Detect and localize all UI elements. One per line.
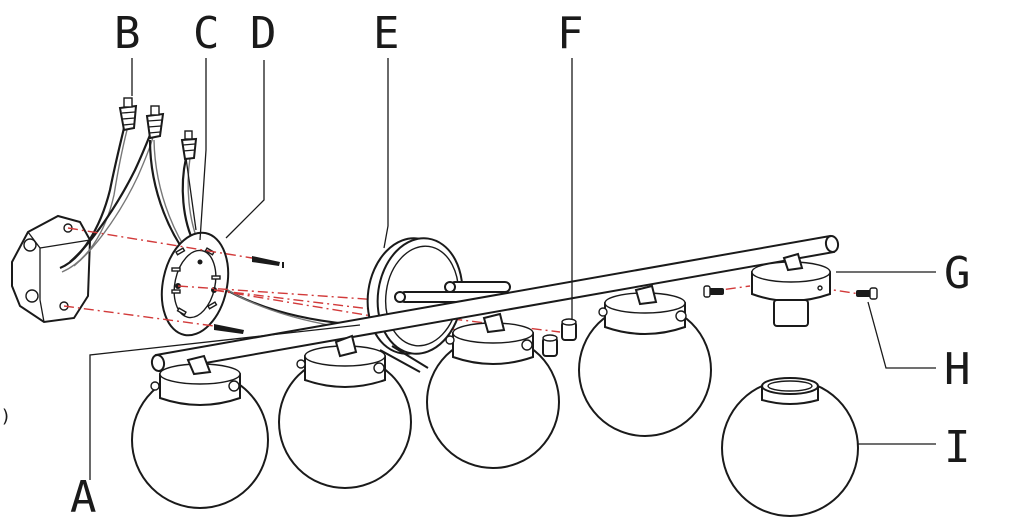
- label-h: H: [944, 344, 971, 395]
- wire-nut-3: [180, 130, 198, 161]
- wire-nut-2: [145, 105, 165, 140]
- finial-2: [542, 334, 558, 357]
- label-i: I: [944, 422, 971, 473]
- wire-nut-1: [118, 97, 138, 132]
- label-a: A: [70, 472, 97, 523]
- label-g: G: [944, 248, 971, 299]
- edge-mark: ): [2, 406, 9, 427]
- label-c: C: [193, 8, 220, 59]
- mounting-screw-bottom: [214, 324, 244, 334]
- label-e: E: [373, 8, 400, 59]
- leader-lines: [89, 58, 936, 480]
- label-b: B: [114, 8, 141, 59]
- finial-1: [561, 318, 577, 341]
- globe-fixture-4: [578, 284, 712, 437]
- globe-fixture-2: [278, 334, 412, 489]
- mounting-screw-top: [252, 256, 284, 268]
- globe-fixture-1: [131, 354, 269, 509]
- mounting-plate: [160, 231, 230, 337]
- label-d: D: [250, 8, 277, 59]
- globe-fixture-3: [426, 312, 560, 469]
- junction-box: [11, 214, 92, 324]
- glass-globe: [721, 377, 859, 517]
- set-screw-left: [703, 285, 724, 298]
- fixture-arm: [150, 234, 840, 373]
- socket-cup: [751, 252, 831, 327]
- label-f: F: [557, 8, 584, 59]
- set-screw-right: [856, 287, 878, 300]
